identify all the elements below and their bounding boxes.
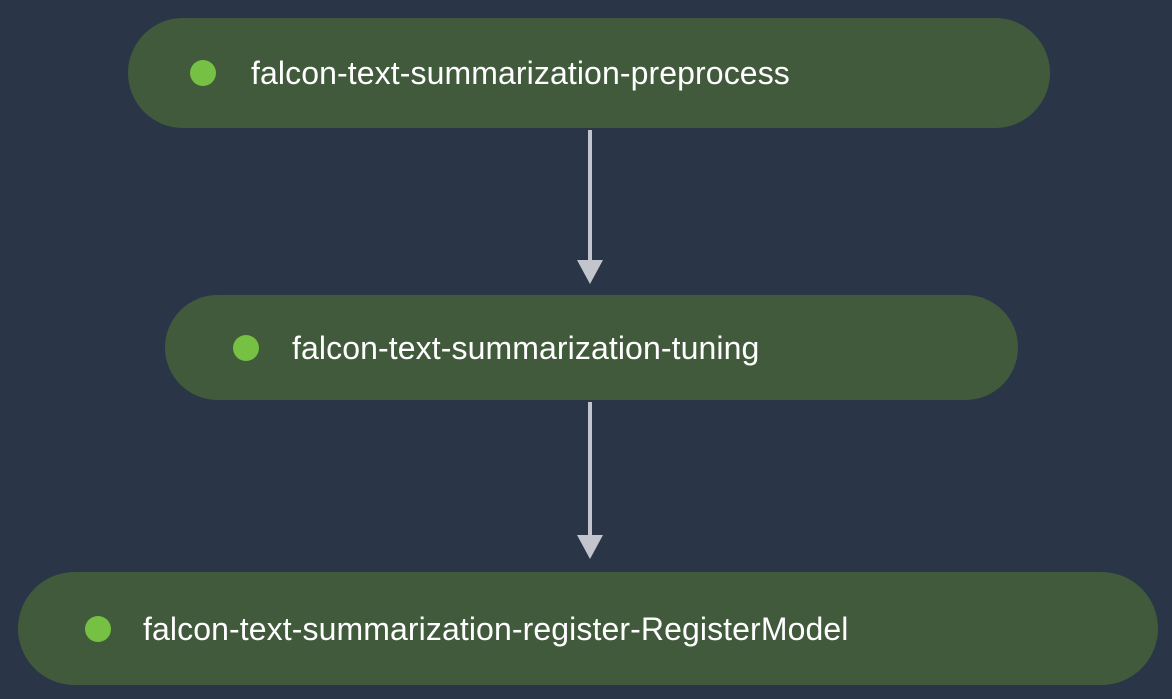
down-arrow-icon bbox=[577, 402, 603, 559]
status-dot-green-icon bbox=[190, 60, 216, 86]
pipeline-node-label: falcon-text-summarization-tuning bbox=[292, 329, 760, 366]
down-arrow-icon bbox=[577, 130, 603, 284]
pipeline-node-register[interactable]: falcon-text-summarization-register-Regis… bbox=[18, 572, 1158, 685]
status-dot-green-icon bbox=[85, 615, 111, 642]
pipeline-node-preprocess[interactable]: falcon-text-summarization-preprocess bbox=[128, 18, 1050, 128]
status-dot-green-icon bbox=[233, 334, 259, 361]
pipeline-node-label: falcon-text-summarization-preprocess bbox=[251, 55, 790, 91]
pipeline-node-tuning[interactable]: falcon-text-summarization-tuning bbox=[165, 295, 1018, 400]
edge-tuning-to-register bbox=[555, 400, 625, 572]
edge-preprocess-to-tuning bbox=[555, 128, 625, 295]
pipeline-node-label: falcon-text-summarization-register-Regis… bbox=[143, 610, 849, 647]
